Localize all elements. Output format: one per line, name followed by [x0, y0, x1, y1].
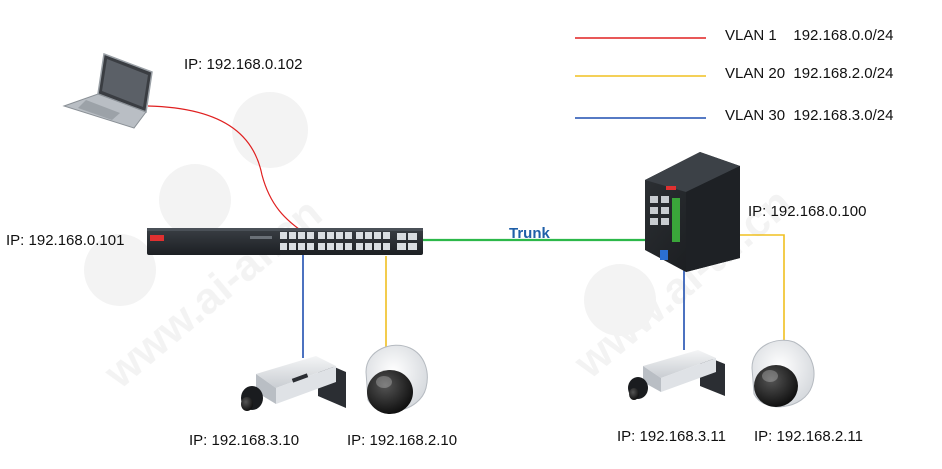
legend-vlan20: VLAN 20 192.168.2.0/24: [725, 65, 893, 82]
bullet-camera-right-icon: [628, 350, 725, 400]
legend-vlan1-subnet: 192.168.0.0/24: [793, 27, 894, 44]
switch-left-icon: [147, 228, 423, 255]
switch-right-icon: [645, 152, 740, 272]
camera-right-dome-ip-label: IP: 192.168.2.11: [754, 428, 863, 445]
laptop-cable: [147, 105, 307, 235]
laptop-ip-label: IP: 192.168.0.102: [184, 56, 303, 73]
legend-vlan30-name: VLAN 30: [725, 107, 786, 124]
legend-vlan1: VLAN 1 192.168.0.0/24: [725, 27, 893, 44]
legend-vlan30: VLAN 30 192.168.3.0/24: [725, 107, 893, 124]
trunk-label: Trunk: [509, 225, 550, 242]
right-yellow-cable: [738, 234, 785, 340]
switch-left-ip-label: IP: 192.168.0.101: [6, 232, 125, 249]
camera-left-bullet-ip-label: IP: 192.168.3.10: [189, 432, 300, 449]
switch-right-ip-label: IP: 192.168.0.100: [748, 203, 867, 220]
legend-vlan20-name: VLAN 20: [725, 65, 786, 82]
dome-camera-right-icon: [751, 339, 815, 408]
camera-right-bullet-ip-label: IP: 192.168.3.11: [617, 428, 726, 445]
legend-vlan1-name: VLAN 1: [725, 27, 777, 44]
legend-vlan30-subnet: 192.168.3.0/24: [793, 107, 894, 124]
camera-left-dome-ip-label: IP: 192.168.2.10: [347, 432, 458, 449]
bullet-camera-left-icon: [241, 356, 346, 411]
legend-vlan20-subnet: 192.168.2.0/24: [793, 65, 894, 82]
laptop-icon: [62, 52, 153, 129]
dome-camera-left-icon: [365, 344, 428, 414]
